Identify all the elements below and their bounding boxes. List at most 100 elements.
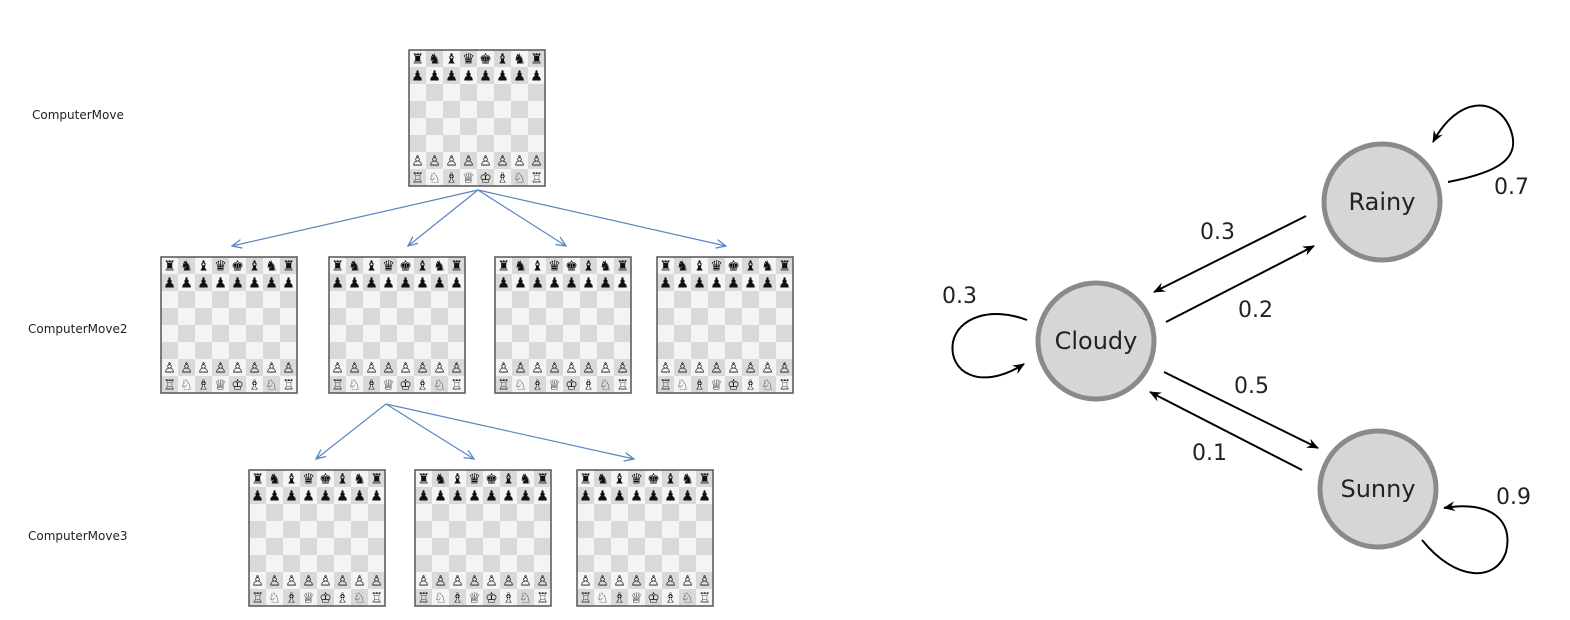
chess-piece-icon: ♙ — [548, 361, 561, 377]
chess-piece-icon: ♙ — [778, 361, 791, 377]
board-square — [517, 521, 534, 538]
chess-piece-icon: ♝ — [693, 259, 706, 275]
board-square — [477, 50, 494, 67]
chess-piece-icon: ♜ — [370, 472, 383, 488]
state-sunny — [1317, 428, 1439, 550]
board-square — [776, 359, 793, 376]
chess-piece-icon: ♘ — [513, 171, 526, 187]
board-square — [443, 67, 460, 84]
board-square — [594, 487, 611, 504]
tree-edge — [316, 403, 387, 459]
board-square — [534, 487, 551, 504]
chess-piece-icon: ♟ — [336, 489, 349, 505]
board-square — [776, 274, 793, 291]
board-square — [280, 359, 297, 376]
board-square — [466, 555, 483, 572]
chess-piece-icon: ♜ — [450, 259, 463, 275]
chess-piece-icon: ♙ — [693, 361, 706, 377]
chess-piece-icon: ♙ — [248, 361, 261, 377]
board-square — [725, 291, 742, 308]
chess-piece-icon: ♞ — [676, 259, 689, 275]
board-square — [742, 376, 759, 393]
board-square — [580, 274, 597, 291]
chess-piece-icon: ♘ — [681, 591, 694, 607]
chess-piece-icon: ♚ — [231, 259, 244, 275]
board-square — [448, 274, 465, 291]
board-square — [645, 487, 662, 504]
board-frame — [576, 469, 714, 607]
board-square — [742, 274, 759, 291]
chess-piece-icon: ♙ — [353, 574, 366, 590]
board-square — [161, 308, 178, 325]
board-square — [500, 470, 517, 487]
board-square — [483, 521, 500, 538]
board-square — [229, 342, 246, 359]
board-square — [415, 572, 432, 589]
board-square — [380, 359, 397, 376]
prob-cloudy-cloudy: 0.3 — [942, 284, 977, 309]
chess-piece-icon: ♙ — [616, 361, 629, 377]
board-square — [351, 555, 368, 572]
board-square — [195, 274, 212, 291]
board-square — [448, 376, 465, 393]
board-square — [708, 291, 725, 308]
board-square — [317, 521, 334, 538]
board-square — [500, 555, 517, 572]
chess-piece-icon: ♙ — [468, 574, 481, 590]
chess-piece-icon: ♙ — [417, 574, 430, 590]
chess-piece-icon: ♘ — [180, 378, 193, 394]
board-square — [351, 521, 368, 538]
board-square — [776, 308, 793, 325]
chess-piece-icon: ♙ — [698, 574, 711, 590]
board-square — [657, 274, 674, 291]
board-square — [662, 521, 679, 538]
board-square — [368, 589, 385, 606]
chess-piece-icon: ♙ — [496, 154, 509, 170]
chess-board-level2-2: ♜♞♝♛♚♝♞♜♟♟♟♟♟♟♟♟♙♙♙♙♙♙♙♙♖♘♗♕♔♗♘♖ — [328, 256, 466, 394]
chess-piece-icon: ♟ — [180, 276, 193, 292]
chess-piece-icon: ♟ — [450, 276, 463, 292]
chess-piece-icon: ♟ — [548, 276, 561, 292]
board-square — [742, 325, 759, 342]
board-square — [466, 538, 483, 555]
board-square — [212, 359, 229, 376]
chess-piece-icon: ♙ — [348, 361, 361, 377]
board-square — [679, 521, 696, 538]
prob-sunny-cloudy: 0.1 — [1192, 441, 1227, 466]
chess-piece-icon: ♟ — [778, 276, 791, 292]
board-square — [368, 555, 385, 572]
board-square — [528, 152, 545, 169]
board-square — [466, 470, 483, 487]
board-square — [580, 308, 597, 325]
chess-piece-icon: ♟ — [382, 276, 395, 292]
chess-piece-icon: ♟ — [727, 276, 740, 292]
board-square — [397, 257, 414, 274]
board-square — [449, 504, 466, 521]
board-square — [409, 101, 426, 118]
chess-piece-icon: ♙ — [565, 361, 578, 377]
board-square — [494, 67, 511, 84]
board-square — [161, 342, 178, 359]
board-square — [614, 342, 631, 359]
board-square — [195, 376, 212, 393]
board-square — [466, 589, 483, 606]
board-square — [283, 589, 300, 606]
board-square — [511, 50, 528, 67]
board-square — [597, 291, 614, 308]
board-square — [397, 325, 414, 342]
chess-piece-icon: ♞ — [761, 259, 774, 275]
board-square — [229, 308, 246, 325]
board-square — [494, 50, 511, 67]
board-square — [529, 342, 546, 359]
board-square — [280, 308, 297, 325]
board-square — [577, 470, 594, 487]
board-square — [674, 257, 691, 274]
board-square — [431, 359, 448, 376]
chess-piece-icon: ♟ — [676, 276, 689, 292]
chess-piece-icon: ♙ — [336, 574, 349, 590]
board-square — [351, 589, 368, 606]
chess-piece-icon: ♙ — [411, 154, 424, 170]
board-square — [494, 84, 511, 101]
board-square — [597, 359, 614, 376]
chess-piece-icon: ♖ — [536, 591, 549, 607]
